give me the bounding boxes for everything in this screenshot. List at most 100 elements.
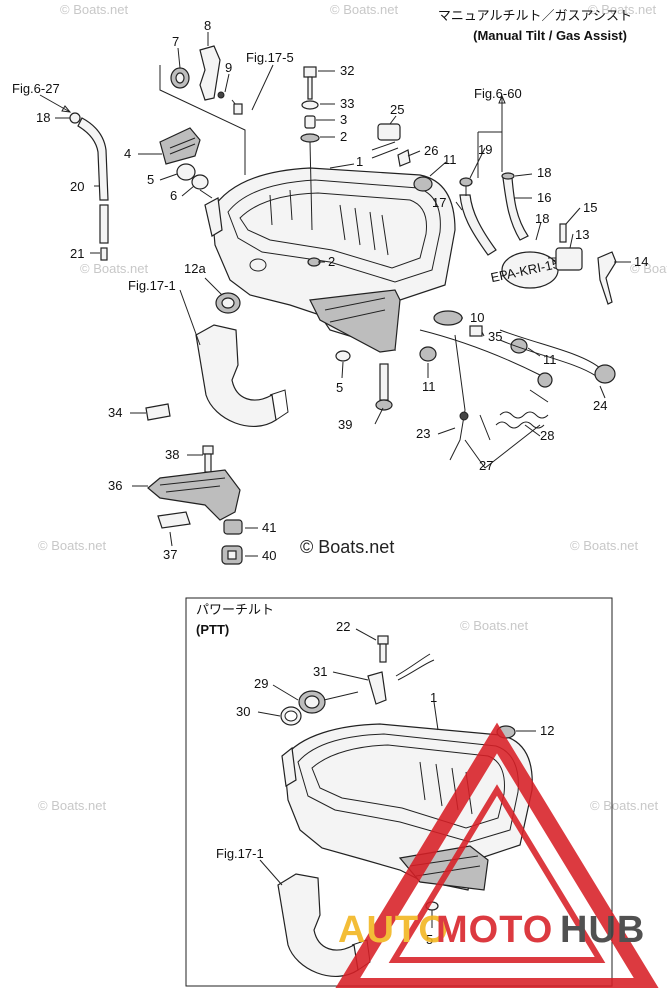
fig-reference: Fig.6-60 xyxy=(474,86,522,101)
ptt-title-japanese: パワーチルト xyxy=(196,603,274,618)
leader-lines-ptt xyxy=(257,628,536,886)
callout: 1 xyxy=(430,690,437,705)
parts-4-5-6 xyxy=(159,127,213,199)
brand-text-auto: AUTO xyxy=(338,909,449,951)
callout: 15 xyxy=(583,200,597,215)
bottom-cowling-upper xyxy=(204,167,456,353)
bolt-39 xyxy=(375,363,393,411)
callout: 33 xyxy=(340,96,354,111)
bolt-22 xyxy=(377,635,435,681)
callout: 13 xyxy=(575,227,589,242)
callout: 36 xyxy=(108,478,122,493)
watermark: © Boats.net xyxy=(590,798,659,813)
callout: 39 xyxy=(338,417,352,432)
valve-assembly xyxy=(548,223,617,305)
switch-assembly xyxy=(371,123,411,167)
callout: 34 xyxy=(108,405,122,420)
callout: 10 xyxy=(470,310,484,325)
watermark: © Boats.net xyxy=(570,538,639,553)
callout: 30 xyxy=(236,704,250,719)
grommet xyxy=(413,176,433,192)
title-english: (Manual Tilt / Gas Assist) xyxy=(473,28,627,43)
watermark: © Boats.net xyxy=(60,2,129,17)
fig-reference: Fig.6-27 xyxy=(12,81,60,96)
automotohub-logo: AUTO MOTO HUB xyxy=(335,722,659,988)
callout: 9 xyxy=(225,60,232,75)
fig-reference: Fig.17-5 xyxy=(246,50,294,65)
label-34 xyxy=(145,403,171,421)
tube-20 xyxy=(39,94,109,261)
callout: 5 xyxy=(426,932,433,947)
callout: 19 xyxy=(478,142,492,157)
lead-wire-23 xyxy=(449,334,466,461)
leader-lines-upper xyxy=(55,32,631,557)
callout: 11 xyxy=(422,379,436,394)
callout: 18 xyxy=(537,165,551,180)
watermark: © Boats.net xyxy=(630,261,667,276)
callout: 2 xyxy=(340,129,347,144)
coil-cord-28 xyxy=(499,411,549,419)
callout: 20 xyxy=(70,179,84,194)
callout: 32 xyxy=(340,63,354,78)
hose-assembly xyxy=(459,94,529,256)
callouts-upper: 7 8 9 32 33 3 2 25 26 1 11 19 18 16 18 1… xyxy=(36,18,648,563)
callout: 26 xyxy=(424,143,438,158)
ptt-title-english: (PTT) xyxy=(196,622,229,637)
callout: 16 xyxy=(537,190,551,205)
callout: 14 xyxy=(634,254,648,269)
callout: 3 xyxy=(340,112,347,127)
callout: 37 xyxy=(163,547,177,562)
lead-end xyxy=(459,411,469,421)
watermark: © Boats.net xyxy=(38,538,107,553)
callout: 29 xyxy=(254,676,268,691)
callout: 31 xyxy=(313,664,327,679)
lower-bracket-36 xyxy=(147,445,243,565)
callout: 35 xyxy=(488,329,502,344)
callout: 27 xyxy=(479,458,493,473)
callout: 5 xyxy=(336,380,343,395)
callout: 8 xyxy=(204,18,211,33)
callout: 25 xyxy=(390,102,404,117)
fig-reference: Fig.17-1 xyxy=(216,846,264,861)
callout: 11 xyxy=(543,352,557,367)
grommet xyxy=(510,338,528,354)
grommet-10 xyxy=(433,310,463,326)
tie-35 xyxy=(469,325,483,337)
watermark: © Boats.net xyxy=(588,2,657,17)
watermark: © Boats.net xyxy=(80,261,149,276)
callout: 22 xyxy=(336,619,350,634)
watermarks: © Boats.net © Boats.net © Boats.net © Bo… xyxy=(38,2,667,813)
copyright: © Boats.net xyxy=(300,537,394,557)
callout: 5 xyxy=(147,172,154,187)
brand-text-moto: MOTO xyxy=(436,909,553,951)
title-japanese: マニュアルチルト／ガスアシスト xyxy=(438,9,632,24)
watermark: © Boats.net xyxy=(330,2,399,17)
brand-text-hub: HUB xyxy=(560,909,645,951)
callout: 38 xyxy=(165,447,179,462)
callout: 4 xyxy=(124,146,131,161)
callouts-ptt: 22 31 29 30 1 12 5 xyxy=(236,619,554,947)
clamp-31 xyxy=(367,671,387,705)
callout: 7 xyxy=(172,34,179,49)
grommet xyxy=(419,346,437,362)
cap-29 xyxy=(298,690,359,714)
bolt-stack xyxy=(300,66,321,267)
callout: 1 xyxy=(356,154,363,169)
watermark: © Boats.net xyxy=(460,618,529,633)
callout: 40 xyxy=(262,548,276,563)
callout: 6 xyxy=(170,188,177,203)
handle-fig17-1-upper xyxy=(195,324,289,427)
callout: 18 xyxy=(535,211,549,226)
callout: 12 xyxy=(540,723,554,738)
washer-5 xyxy=(335,350,351,362)
callout: 2 xyxy=(328,254,335,269)
callout: 41 xyxy=(262,520,276,535)
watermark: © Boats.net xyxy=(38,798,107,813)
callout: 11 xyxy=(443,152,457,167)
callout: 12a xyxy=(184,261,206,276)
wire-harness-24 xyxy=(419,329,616,388)
callout: 21 xyxy=(70,246,84,261)
callout: 17 xyxy=(432,195,446,210)
callout: 23 xyxy=(416,426,430,441)
